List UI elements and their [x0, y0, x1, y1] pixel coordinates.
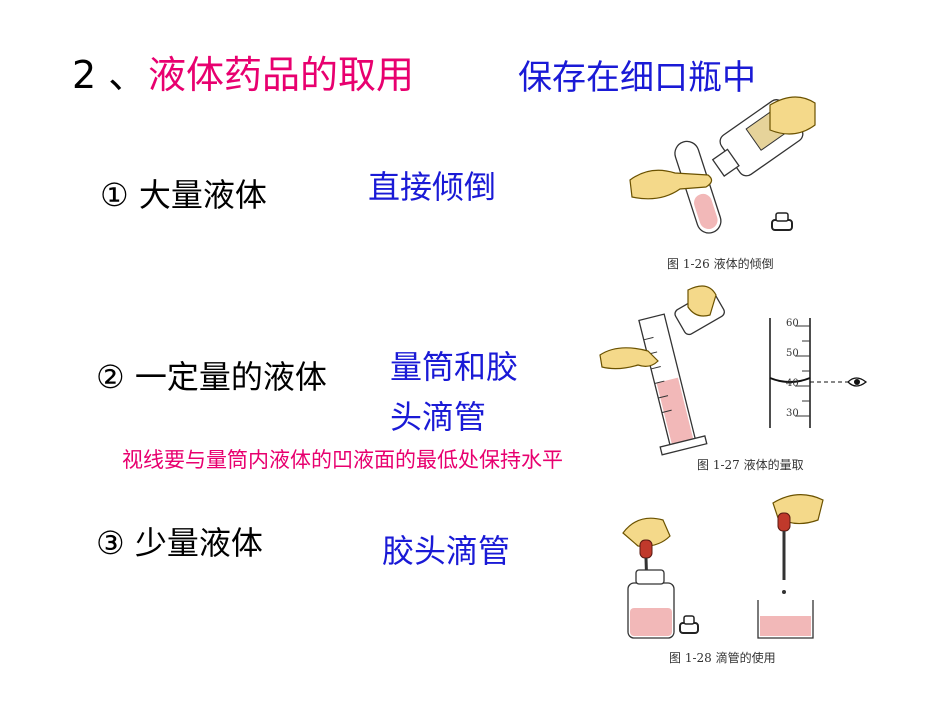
- reading-note: 视线要与量筒内液体的凹液面的最低处保持水平: [122, 448, 563, 472]
- item-measured-volume: ② 一定量的液体: [96, 358, 327, 396]
- method-dropper: 胶头滴管: [382, 532, 511, 570]
- item-large-volume: ① 大量液体: [100, 176, 267, 214]
- measuring-illustration: [599, 285, 725, 456]
- section-title: 液体药品的取用: [148, 53, 415, 97]
- section-number: 2 、: [72, 53, 147, 97]
- figure-caption-dropper: 图 1-28 滴管的使用: [669, 651, 776, 665]
- figure-caption-measuring: 图 1-27 液体的量取: [697, 458, 804, 472]
- method-pour: 直接倾倒: [368, 168, 497, 206]
- storage-note: 保存在细口瓶中: [518, 58, 756, 98]
- pouring-illustration: [629, 96, 816, 234]
- method-cylinder-line1: 量筒和胶: [390, 348, 519, 386]
- scale-tick-50: 50: [786, 348, 799, 359]
- meniscus-scale-diagram: [769, 318, 868, 428]
- scale-tick-30: 30: [786, 408, 799, 419]
- item-small-volume: ③ 少量液体: [96, 524, 263, 562]
- scale-tick-60: 60: [786, 318, 799, 329]
- method-cylinder-line2: 头滴管: [390, 398, 487, 436]
- scale-tick-40: 40: [786, 378, 799, 389]
- dropper-illustration: [622, 494, 824, 639]
- figure-caption-pouring: 图 1-26 液体的倾倒: [667, 257, 774, 271]
